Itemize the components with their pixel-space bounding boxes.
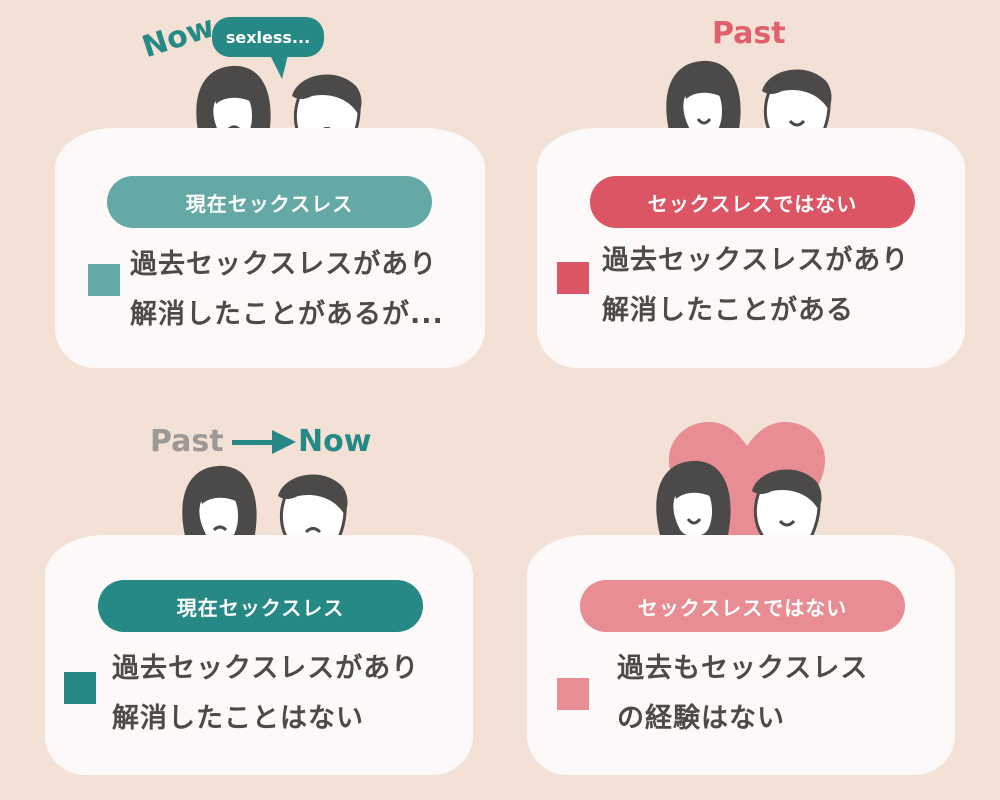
description-line-2: 解消したことはない (112, 703, 364, 734)
description-line-1: 過去セックスレスがあり (112, 653, 420, 684)
past-label: Past (712, 16, 786, 51)
status-pill: 現在セックスレス (107, 176, 432, 228)
card (55, 128, 485, 368)
speech-bubble-text: sexless... (226, 28, 310, 47)
card (527, 535, 955, 775)
description-line-1: 過去セックスレスがあり (602, 245, 910, 276)
status-pill: セックスレスではない (580, 580, 905, 632)
description: 過去セックスレスがあり 解消したことがあるが... (130, 240, 444, 340)
card (45, 535, 473, 775)
past-label: Past (150, 424, 224, 459)
heart-icon (669, 422, 825, 560)
arrow-right-icon (232, 430, 296, 454)
status-pill: セックスレスではない (590, 176, 915, 228)
couple-happy-icon (656, 460, 822, 550)
legend-square (88, 264, 120, 296)
legend-square (557, 262, 589, 294)
description: 過去セックスレスがあり 解消したことはない (112, 644, 419, 744)
speech-bubble: sexless... (212, 17, 324, 79)
description-line-2: 解消したことがある (602, 295, 854, 326)
legend-square (557, 678, 589, 710)
description-line-1: 過去もセックスレス (617, 653, 869, 684)
description: 過去もセックスレス の経験はない (617, 644, 868, 744)
description-line-2: の経験はない (617, 703, 785, 734)
description-line-2: 解消したことがあるが... (130, 299, 444, 330)
now-label: Now (298, 424, 372, 459)
legend-square (64, 672, 96, 704)
status-pill: 現在セックスレス (98, 580, 423, 632)
card (537, 128, 965, 368)
now-label: Now (138, 9, 219, 66)
description-line-1: 過去セックスレスがあり (130, 249, 438, 280)
description: 過去セックスレスがあり 解消したことがある (602, 236, 909, 336)
